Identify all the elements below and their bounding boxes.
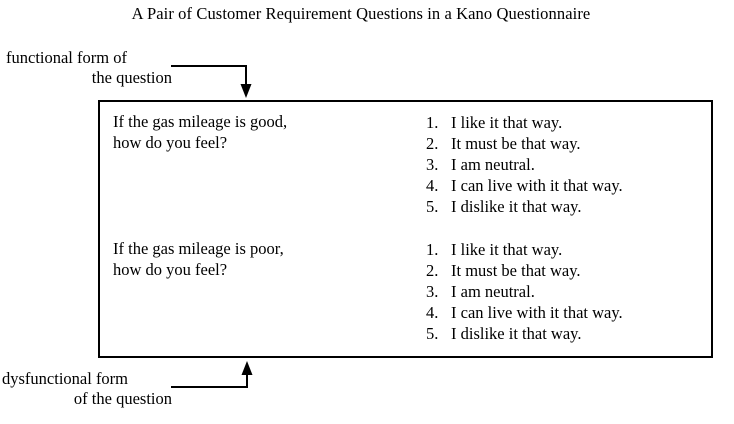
dysfunctional-answer-list: 1. I like it that way. 2. It must be tha… (387, 229, 711, 344)
answer-number: 1. (426, 240, 439, 259)
dysfunctional-form-label-line2: of the question (73, 389, 172, 408)
list-item[interactable]: 4. I can live with it that way. (387, 302, 711, 323)
list-item[interactable]: 2. It must be that way. (387, 133, 711, 154)
functional-answer-list: 1. I like it that way. 2. It must be tha… (387, 102, 711, 217)
answer-text: I am neutral. (451, 155, 535, 174)
functional-form-label-line2: the question (91, 68, 172, 87)
list-item[interactable]: 3. I am neutral. (387, 281, 711, 302)
functional-form-label-line1: functional form of (6, 48, 127, 67)
answer-number: 2. (426, 134, 439, 153)
answer-number: 2. (426, 261, 439, 280)
page-title: A Pair of Customer Requirement Questions… (131, 4, 591, 23)
answer-text: I can live with it that way. (451, 303, 623, 322)
functional-form-arrow (171, 65, 252, 98)
answer-number: 1. (426, 113, 439, 132)
dysfunctional-form-arrow (171, 361, 253, 388)
functional-answers-cell: 1. I like it that way. 2. It must be tha… (387, 102, 711, 229)
answer-text: I dislike it that way. (451, 324, 582, 343)
answer-number: 3. (426, 282, 439, 301)
dysfunctional-form-label-line1: dysfunctional form (2, 369, 129, 388)
list-item[interactable]: 1. I like it that way. (387, 112, 711, 133)
list-item[interactable]: 2. It must be that way. (387, 260, 711, 281)
answer-number: 5. (426, 324, 439, 343)
functional-question-cell: If the gas mileage is good, how do you f… (100, 102, 387, 229)
table-row: If the gas mileage is poor, how do you f… (100, 229, 711, 356)
answer-text: I dislike it that way. (451, 197, 582, 216)
answer-number: 4. (426, 303, 439, 322)
list-item[interactable]: 5. I dislike it that way. (387, 196, 711, 217)
answer-text: I like it that way. (451, 113, 563, 132)
dysfunctional-question-cell: If the gas mileage is poor, how do you f… (100, 229, 387, 356)
answer-number: 4. (426, 176, 439, 195)
functional-question-text: If the gas mileage is good, how do you f… (113, 112, 288, 152)
answer-text: It must be that way. (451, 261, 581, 280)
list-item[interactable]: 4. I can live with it that way. (387, 175, 711, 196)
answer-text: It must be that way. (451, 134, 581, 153)
table-row: If the gas mileage is good, how do you f… (100, 102, 711, 229)
dysfunctional-form-label: dysfunctional form of the question (0, 369, 172, 409)
dysfunctional-question-text: If the gas mileage is poor, how do you f… (113, 239, 284, 279)
dysfunctional-answers-cell: 1. I like it that way. 2. It must be tha… (387, 229, 711, 356)
list-item[interactable]: 1. I like it that way. (387, 239, 711, 260)
answer-text: I am neutral. (451, 282, 535, 301)
list-item[interactable]: 3. I am neutral. (387, 154, 711, 175)
answer-number: 3. (426, 155, 439, 174)
answer-text: I can live with it that way. (451, 176, 623, 195)
answer-text: I like it that way. (451, 240, 563, 259)
list-item[interactable]: 5. I dislike it that way. (387, 323, 711, 344)
kano-questionnaire-table: If the gas mileage is good, how do you f… (98, 100, 713, 358)
functional-form-label: functional form of the question (0, 48, 172, 88)
answer-number: 5. (426, 197, 439, 216)
